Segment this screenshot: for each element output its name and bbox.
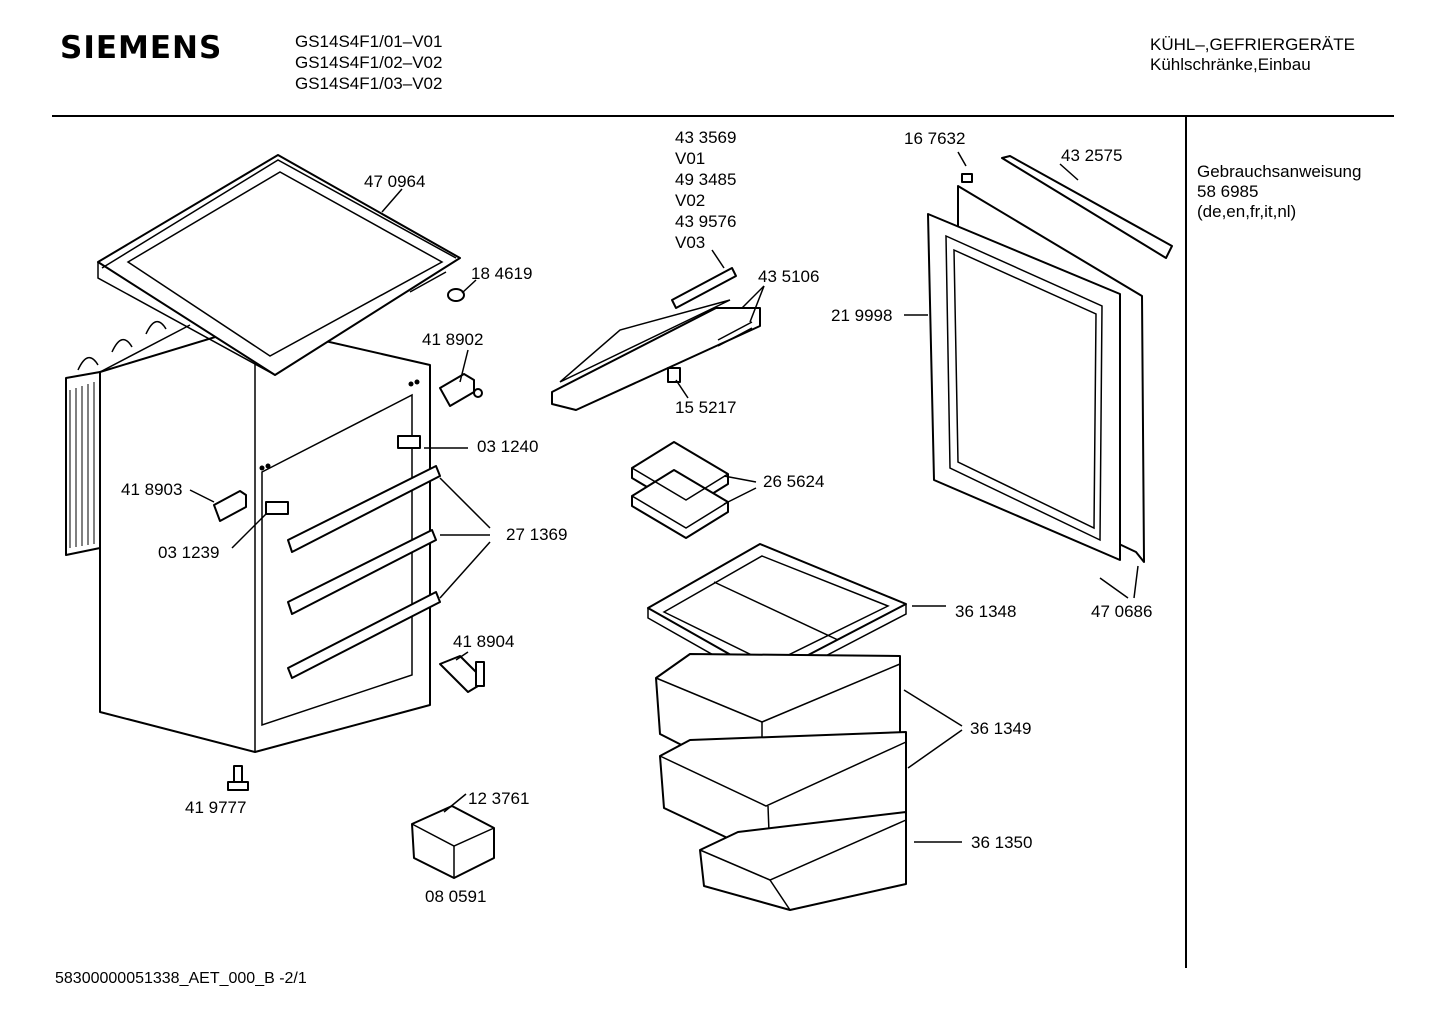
model-number: GS14S4F1/03–V02 xyxy=(295,74,443,93)
part-label-36-1350: 36 1350 xyxy=(971,833,1033,852)
variant-label-v02: V02 xyxy=(675,191,706,210)
part-label-47-0686: 47 0686 xyxy=(1091,602,1153,621)
variant-label-v01: V01 xyxy=(675,149,706,168)
part-label-41-9777: 41 9777 xyxy=(185,798,247,817)
part-label-15-5217: 15 5217 xyxy=(675,398,737,417)
brand-logo: SIEMENS xyxy=(60,30,223,66)
cap-18-4619 xyxy=(447,288,465,302)
category-line: Kühlschränke,Einbau xyxy=(1150,55,1311,74)
top-cover xyxy=(97,154,461,376)
part-label-08-0591: 08 0591 xyxy=(425,887,487,906)
document-id: 58300000051338_AET_000_B -2/1 xyxy=(55,970,307,987)
part-label-26-5624: 26 5624 xyxy=(763,472,825,491)
door-frame xyxy=(927,185,1145,563)
part-label-43-5106: 43 5106 xyxy=(758,267,820,286)
condenser-coil xyxy=(65,320,191,556)
part-label-41-8902: 41 8902 xyxy=(422,330,484,349)
hinge-41-8904 xyxy=(439,655,485,693)
screw-41-9777 xyxy=(227,765,249,791)
part-label-03-1240: 03 1240 xyxy=(477,437,539,456)
control-part-list: 43 3569 V01 49 3485 V02 43 9576 V03 xyxy=(675,127,736,253)
model-number: GS14S4F1/01–V01 xyxy=(295,32,443,51)
clip-03-1239 xyxy=(265,501,289,515)
ice-tray xyxy=(411,805,495,879)
drawer-bottom xyxy=(699,811,907,911)
manual-title: Gebrauchsanweisung xyxy=(1197,162,1362,181)
model-list: GS14S4F1/01–V01 GS14S4F1/02–V02 GS14S4F1… xyxy=(295,31,442,94)
part-label-41-8903: 41 8903 xyxy=(121,480,183,499)
part-label-36-1349: 36 1349 xyxy=(970,719,1032,738)
part-label-12-3761: 12 3761 xyxy=(468,789,530,808)
part-label-27-1369: 27 1369 xyxy=(506,525,568,544)
shelf-rails xyxy=(287,465,441,679)
category-line: KÜHL–,GEFRIERGERÄTE xyxy=(1150,35,1355,54)
part-label-43-3569: 43 3569 xyxy=(675,128,737,147)
part-label-21-9998: 21 9998 xyxy=(831,306,893,325)
hinge-41-8902 xyxy=(439,373,483,407)
part-label-41-8904: 41 8904 xyxy=(453,632,515,651)
control-panel xyxy=(551,267,761,411)
manual-number: 58 6985 xyxy=(1197,182,1259,201)
glass-shelf xyxy=(647,543,907,687)
part-label-43-2575: 43 2575 xyxy=(1061,146,1123,165)
model-number: GS14S4F1/02–V02 xyxy=(295,53,443,72)
part-label-47-0964: 47 0964 xyxy=(364,172,426,191)
category: KÜHL–,GEFRIERGERÄTE Kühlschränke,Einbau xyxy=(1150,35,1355,75)
manual-reference: Gebrauchsanweisung 58 6985 (de,en,fr,it,… xyxy=(1197,162,1361,222)
variant-label-v03: V03 xyxy=(675,233,706,252)
clip-03-1240 xyxy=(397,435,421,449)
part-label-36-1348: 36 1348 xyxy=(955,602,1017,621)
part-label-18-4619: 18 4619 xyxy=(471,264,533,283)
leader-lines xyxy=(189,151,1139,843)
plug-16-7632 xyxy=(961,173,973,183)
cabinet-body xyxy=(99,324,431,753)
hinge-41-8903 xyxy=(213,490,247,522)
freezer-packs xyxy=(631,441,729,539)
part-label-49-3485: 49 3485 xyxy=(675,170,737,189)
manual-languages: (de,en,fr,it,nl) xyxy=(1197,202,1297,221)
door-handle-43-2575 xyxy=(1001,155,1173,259)
part-label-43-9576: 43 9576 xyxy=(675,212,737,231)
part-label-16-7632: 16 7632 xyxy=(904,129,966,148)
part-label-03-1239: 03 1239 xyxy=(158,543,220,562)
